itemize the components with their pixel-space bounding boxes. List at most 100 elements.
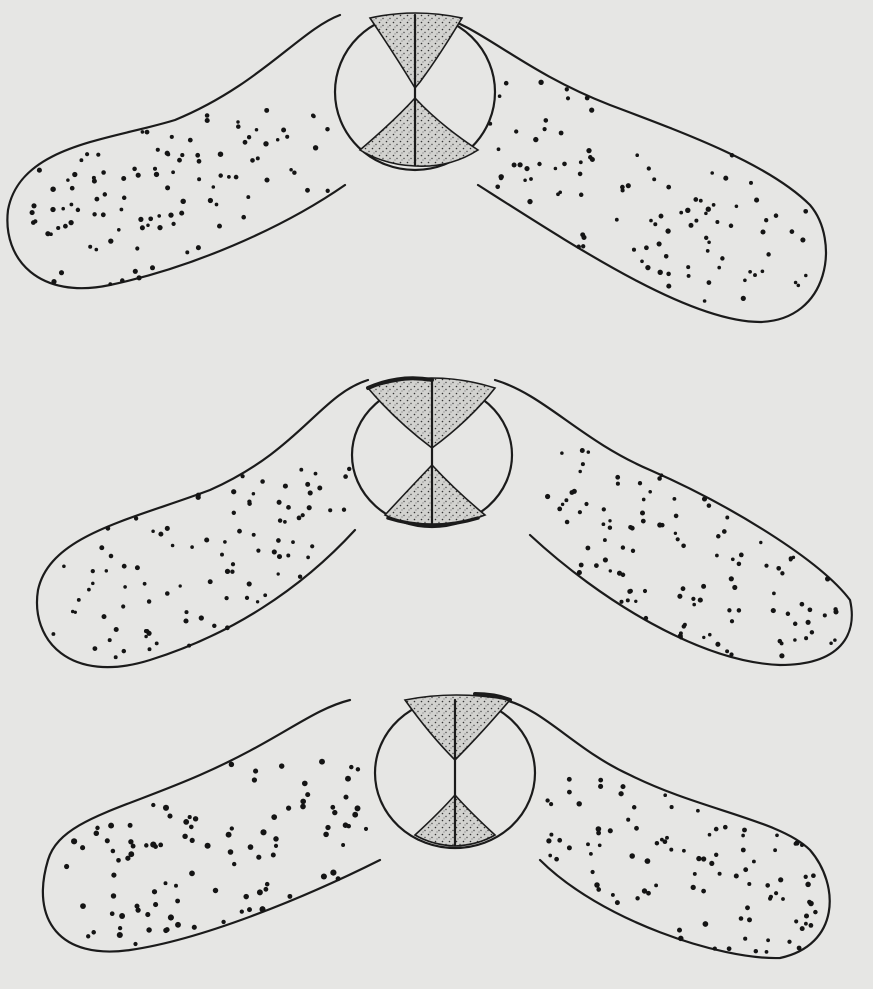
stipple-dot (679, 631, 683, 635)
stipple-dot (345, 776, 351, 782)
stipple-dot (31, 203, 36, 208)
stipple-dot (718, 872, 722, 876)
stipple-dot (93, 646, 98, 651)
stipple-dot (681, 586, 686, 591)
stipple-dot (603, 557, 608, 562)
stipple-dot (670, 805, 674, 809)
stipple-dot (628, 525, 633, 530)
stipple-dot (205, 843, 211, 849)
stipple-dot (806, 620, 811, 625)
stipple-dot (158, 532, 163, 537)
stipple-dot (621, 545, 625, 549)
stipple-dot (665, 836, 669, 840)
stipple-dot (311, 113, 315, 117)
stipple-dot (247, 135, 251, 139)
stipple-dot (682, 849, 686, 853)
stipple-dot (722, 529, 727, 534)
stipple-dot (153, 167, 157, 171)
stipple-dot (635, 896, 639, 900)
stipple-dot (297, 516, 302, 521)
stipple-dot (674, 532, 677, 535)
stipple-dot (557, 838, 562, 843)
stipple-dot (218, 173, 222, 177)
stipple-dot (800, 843, 804, 847)
stipple-dot (148, 647, 152, 651)
stipple-dot (710, 171, 714, 175)
stipple-dot (76, 208, 80, 212)
stipple-dot (343, 474, 348, 479)
stipple-dot (236, 120, 239, 123)
stipple-dot (549, 833, 553, 837)
stipple-dot (197, 159, 202, 164)
stipple-dot (634, 600, 637, 603)
stipple-dot (538, 80, 543, 85)
stipple-dot (205, 118, 210, 123)
stipple-dot (183, 618, 188, 623)
stipple-dot (237, 529, 242, 534)
stipple-dot (182, 834, 187, 839)
stipple-dot (596, 887, 601, 892)
stipple-dot (584, 502, 588, 506)
stipple-dot (208, 198, 213, 203)
stipple-dot (761, 269, 765, 273)
stipple-dot (61, 207, 65, 211)
stipple-dot (626, 818, 630, 822)
stipple-dot (217, 224, 222, 229)
stipple-dot (148, 216, 153, 221)
stipple-dot (581, 244, 585, 248)
stipple-dot (833, 638, 837, 642)
stipple-dot (256, 156, 260, 160)
stipple-dot (305, 792, 310, 797)
stipple-dot (729, 652, 733, 656)
stipple-dot (120, 208, 124, 212)
stipple-dot (224, 596, 228, 600)
stipple-dot (157, 225, 162, 230)
stipple-dot (640, 259, 644, 263)
stipple-dot (273, 836, 278, 841)
stipple-dot (566, 96, 570, 100)
stipple-dot (554, 167, 558, 171)
stipple-dot (68, 220, 73, 225)
stipple-dot (136, 275, 141, 280)
stipple-dot (212, 185, 216, 189)
stipple-dot (562, 162, 567, 167)
stipple-dot (325, 127, 330, 132)
stipple-dot (226, 832, 232, 838)
stipple-dot (578, 470, 581, 473)
right-air-sac (505, 700, 830, 958)
stipple-dot (567, 777, 572, 782)
stipple-dot (664, 254, 669, 259)
stipple-dot (63, 224, 68, 229)
stipple-dot (694, 219, 698, 223)
stipple-dot (564, 498, 568, 502)
stipple-dot (205, 113, 210, 118)
stipple-dot (632, 248, 636, 252)
stipple-dot (168, 212, 173, 217)
stipple-dot (691, 597, 695, 601)
stipple-dot (794, 919, 798, 923)
stipple-dot (512, 163, 517, 168)
stipple-dot (252, 533, 256, 537)
stipple-dot (277, 554, 282, 559)
stipple-dot (91, 930, 96, 935)
stipple-dot (121, 604, 125, 608)
stipple-dot (138, 217, 143, 222)
stipple-dot (569, 490, 574, 495)
stipple-dot (567, 845, 572, 850)
stipple-dot (800, 926, 805, 931)
stipple-dot (615, 900, 620, 905)
stipple-dot (703, 299, 707, 303)
stipple-dot (257, 889, 263, 895)
stipple-dot (319, 759, 325, 765)
stipple-dot (221, 920, 225, 924)
stipple-dot (245, 596, 249, 600)
stipple-dot (579, 563, 584, 568)
stipple-dot (603, 538, 607, 542)
stipple-dot (643, 589, 647, 593)
stipple-dot (747, 882, 751, 886)
stipple-dot (243, 894, 249, 900)
stipple-dot (79, 158, 83, 162)
stipple-dot (190, 545, 194, 549)
stipple-dot (274, 844, 278, 848)
